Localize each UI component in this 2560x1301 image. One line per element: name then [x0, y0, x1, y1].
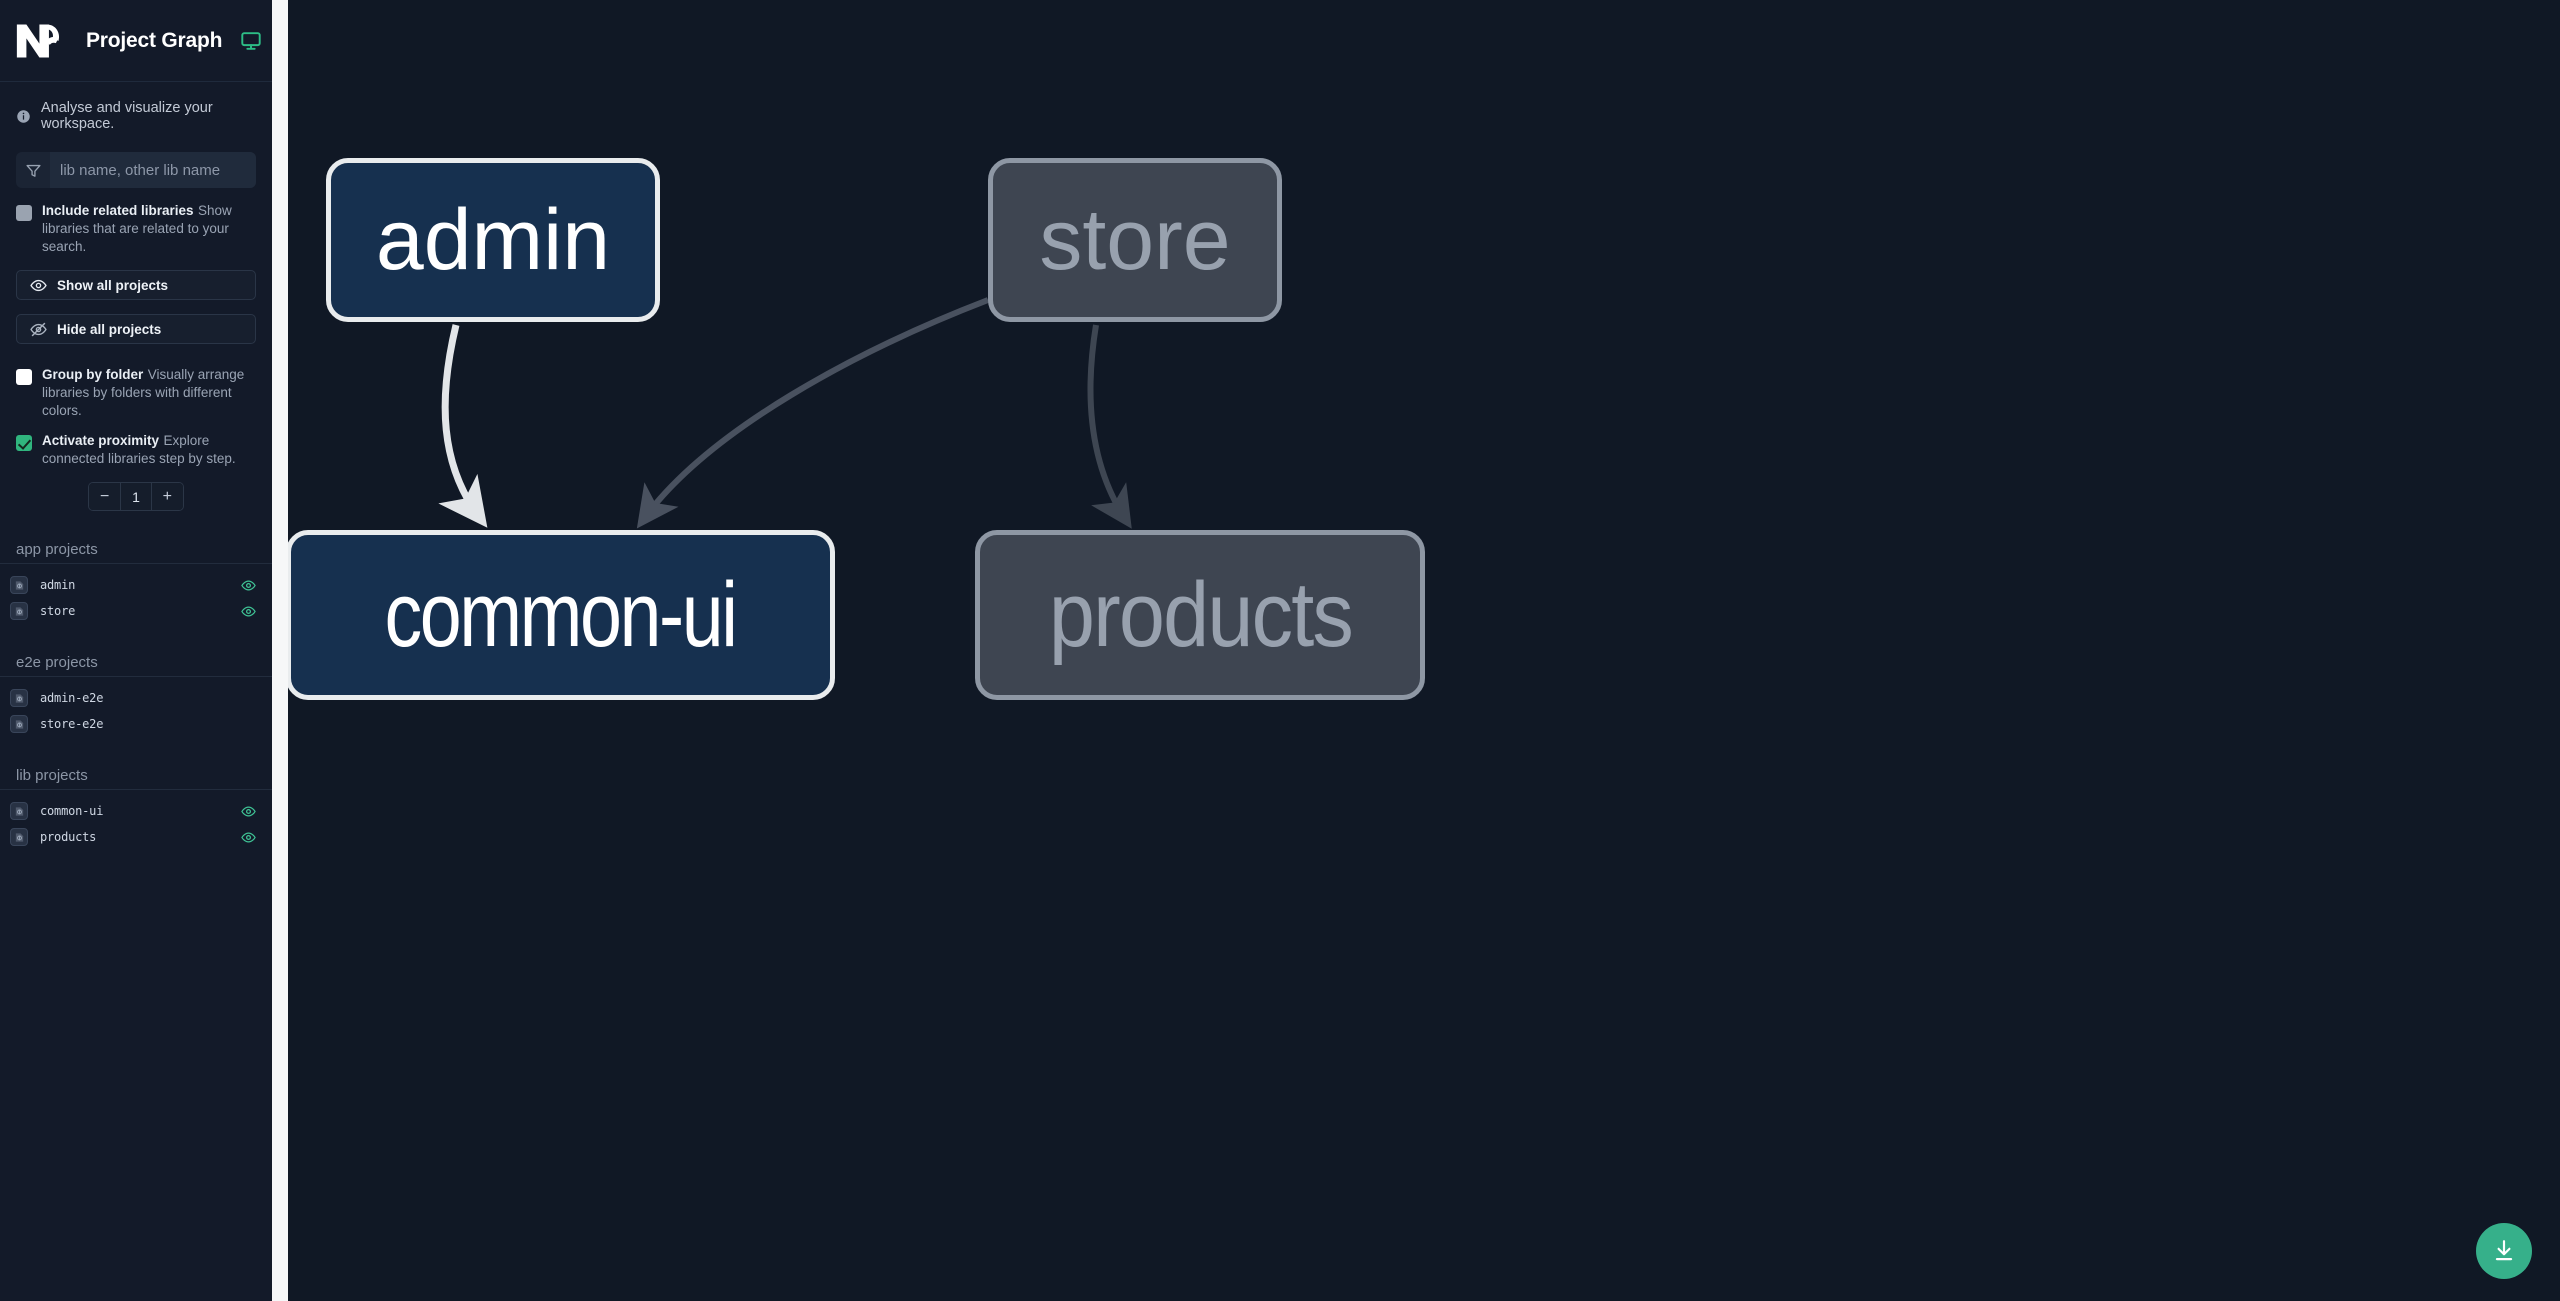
project-group-heading: app projects [0, 541, 272, 564]
eye-icon[interactable] [241, 604, 256, 619]
sidebar-divider[interactable] [272, 0, 288, 1301]
include-related-libraries-checkbox[interactable] [16, 205, 32, 221]
option-activate-proximity[interactable]: Activate proximity Explore connected lib… [0, 420, 272, 468]
download-icon [2491, 1238, 2517, 1264]
eye-icon [30, 277, 47, 294]
graph-node-store[interactable]: store [988, 158, 1282, 322]
option-title: Activate proximity [42, 433, 160, 448]
project-name: store-e2e [40, 717, 104, 731]
page-title: Project Graph [86, 28, 223, 52]
option-text-block: Include related libraries Show libraries… [42, 202, 256, 256]
option-title: Include related libraries [42, 203, 194, 218]
option-description: Visually arrange libraries by folders wi… [42, 367, 245, 418]
project-row-admin-e2e[interactable]: admin-e2e [0, 685, 272, 711]
sidebar: Project Graph Analyse and visualize your… [0, 0, 272, 1301]
tagline-text: Analyse and visualize your workspace. [41, 100, 213, 132]
option-text-block: Group by folder Visually arrange librari… [42, 366, 256, 420]
nx-logo-icon [16, 20, 68, 62]
download-graph-button[interactable] [2476, 1223, 2532, 1279]
proximity-decrement-button[interactable]: − [89, 483, 121, 510]
sidebar-header: Project Graph [0, 0, 272, 82]
edge-store-to-products [1087, 324, 1132, 529]
eye-icon[interactable] [241, 804, 256, 819]
option-title: Group by folder [42, 367, 144, 382]
hide-all-projects-label: Hide all projects [57, 321, 162, 337]
proximity-stepper[interactable]: − 1 + [88, 482, 184, 511]
project-row-common-ui[interactable]: common-ui [0, 798, 272, 824]
project-name: admin [40, 578, 76, 592]
search-input[interactable] [50, 152, 256, 188]
option-include-related-libraries[interactable]: Include related libraries Show libraries… [0, 188, 272, 256]
show-all-projects-button[interactable]: Show all projects [16, 270, 256, 300]
project-icon [10, 802, 28, 820]
option-description: Explore connected libraries step by step… [42, 433, 236, 466]
edge-store-to-common-ui [636, 297, 990, 529]
project-graph-canvas[interactable]: admin store common-ui products [288, 0, 2560, 1301]
graph-node-products[interactable]: products [975, 530, 1425, 700]
graph-edges-layer [438, 297, 1132, 529]
project-group-heading: e2e projects [0, 654, 272, 677]
project-name: products [40, 830, 97, 844]
graph-node-label: products [1048, 563, 1353, 666]
project-group-lib: lib projects common-ui [0, 767, 272, 850]
proximity-value: 1 [120, 483, 152, 510]
graph-node-label: common-ui [385, 563, 738, 666]
show-all-projects-label: Show all projects [57, 277, 169, 293]
option-text-block: Activate proximity Explore connected lib… [42, 432, 256, 468]
project-group-app: app projects admin [0, 541, 272, 624]
project-name: admin-e2e [40, 691, 104, 705]
graph-node-admin[interactable]: admin [326, 158, 660, 322]
project-name: store [40, 604, 76, 618]
hide-all-projects-button[interactable]: Hide all projects [16, 314, 256, 344]
search-field[interactable] [16, 152, 256, 188]
graph-node-common-ui[interactable]: common-ui [288, 530, 835, 700]
project-group-heading: lib projects [0, 767, 272, 790]
edge-admin-to-common-ui [438, 324, 488, 528]
monitor-icon[interactable] [240, 30, 262, 52]
project-icon [10, 576, 28, 594]
eye-icon[interactable] [241, 578, 256, 593]
option-description: Show libraries that are related to your … [42, 203, 232, 254]
project-group-e2e: e2e projects admin-e2e [0, 654, 272, 737]
project-row-store-e2e[interactable]: store-e2e [0, 711, 272, 737]
project-row-store[interactable]: store [0, 598, 272, 624]
project-icon [10, 828, 28, 846]
option-group-by-folder[interactable]: Group by folder Visually arrange librari… [0, 344, 272, 420]
activate-proximity-checkbox[interactable] [16, 435, 32, 451]
project-name: common-ui [40, 804, 104, 818]
graph-node-label: store [1039, 191, 1231, 288]
project-icon [10, 689, 28, 707]
tagline: Analyse and visualize your workspace. [0, 82, 272, 140]
project-icon [10, 715, 28, 733]
project-row-admin[interactable]: admin [0, 572, 272, 598]
proximity-increment-button[interactable]: + [151, 483, 183, 510]
filter-funnel-icon [16, 152, 50, 188]
info-icon [16, 109, 31, 124]
eye-icon[interactable] [241, 830, 256, 845]
group-by-folder-checkbox[interactable] [16, 369, 32, 385]
project-icon [10, 602, 28, 620]
graph-node-label: admin [375, 191, 611, 288]
eye-off-icon [30, 321, 47, 338]
project-row-products[interactable]: products [0, 824, 272, 850]
